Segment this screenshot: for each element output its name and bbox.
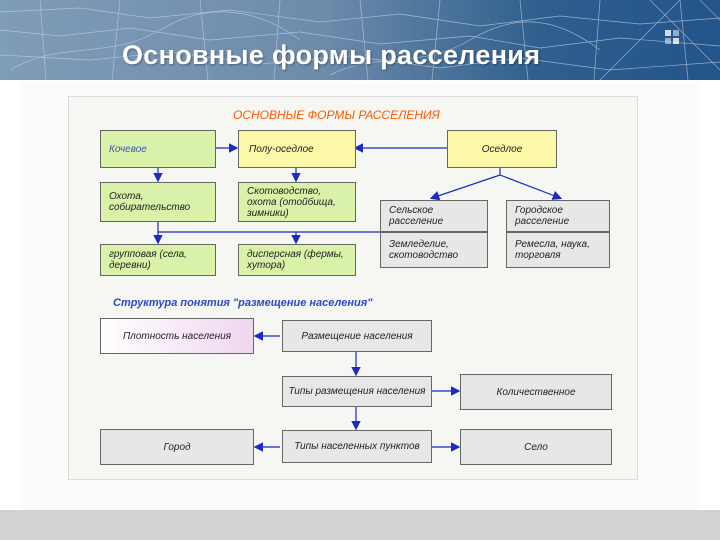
map-background xyxy=(0,0,720,80)
box-agriculture-label: Земледелие, скотоводство xyxy=(389,239,459,261)
box-urban-settlement: Городское расселение xyxy=(506,200,610,232)
box-density-label: Плотность населения xyxy=(122,330,232,342)
box-semi-settled-label: Полу-оседлое xyxy=(249,143,314,155)
page-title: Основные формы расселения xyxy=(122,40,541,70)
box-group-settlement: групповая (села, деревни) xyxy=(100,244,216,276)
box-placement-label: Размещение населения xyxy=(301,330,413,342)
box-herding-label: Скотоводство, охота (отойбища, зимники) xyxy=(247,185,336,219)
box-density: Плотность населения xyxy=(100,318,254,354)
box-herding: Скотоводство, охота (отойбища, зимники) xyxy=(238,182,356,222)
logo-icon xyxy=(665,30,679,44)
box-settlement-types: Типы населенных пунктов xyxy=(282,430,432,463)
box-village-label: Село xyxy=(524,441,548,453)
footer-band xyxy=(0,510,720,540)
box-city-label: Город xyxy=(163,441,191,453)
structure-title: Структура понятия "размещение населения" xyxy=(113,297,373,309)
box-dispersed-settlement: дисперсная (фермы, хутора) xyxy=(238,244,356,276)
box-urban-settlement-label: Городское расселение xyxy=(515,205,570,227)
box-semi-settled: Полу-оседлое xyxy=(238,130,356,168)
box-group-settlement-label: групповая (села, деревни) xyxy=(109,249,187,271)
box-hunting-gathering: Охота, собирательство xyxy=(100,182,216,222)
box-rural-settlement: Сельское расселение xyxy=(380,200,488,232)
box-agriculture: Земледелие, скотоводство xyxy=(380,232,488,268)
box-city: Город xyxy=(100,429,254,465)
box-placement-types-label: Типы размещения населения xyxy=(288,386,426,397)
box-nomadic: Кочевое xyxy=(100,130,216,168)
box-nomadic-label: Кочевое xyxy=(109,143,147,155)
box-crafts: Ремесла, наука, торговля xyxy=(506,232,610,268)
box-placement-types: Типы размещения населения xyxy=(282,376,432,407)
box-hunting-gathering-label: Охота, собирательство xyxy=(109,191,191,213)
box-rural-settlement-label: Сельское расселение xyxy=(389,205,444,227)
slide-header: Основные формы расселения xyxy=(0,0,720,80)
box-quantity-label: Количественное xyxy=(496,386,576,398)
box-settled-label: Оседлое xyxy=(481,143,523,155)
diagram-title: ОСНОВНЫЕ ФОРМЫ РАССЕЛЕНИЯ xyxy=(233,108,440,122)
box-village: Село xyxy=(460,429,612,465)
box-dispersed-settlement-label: дисперсная (фермы, хутора) xyxy=(247,249,344,271)
box-crafts-label: Ремесла, наука, торговля xyxy=(515,239,590,261)
box-settled: Оседлое xyxy=(447,130,557,168)
box-settlement-types-label: Типы населенных пунктов xyxy=(294,441,420,452)
box-quantity: Количественное xyxy=(460,374,612,410)
box-placement: Размещение населения xyxy=(282,320,432,352)
